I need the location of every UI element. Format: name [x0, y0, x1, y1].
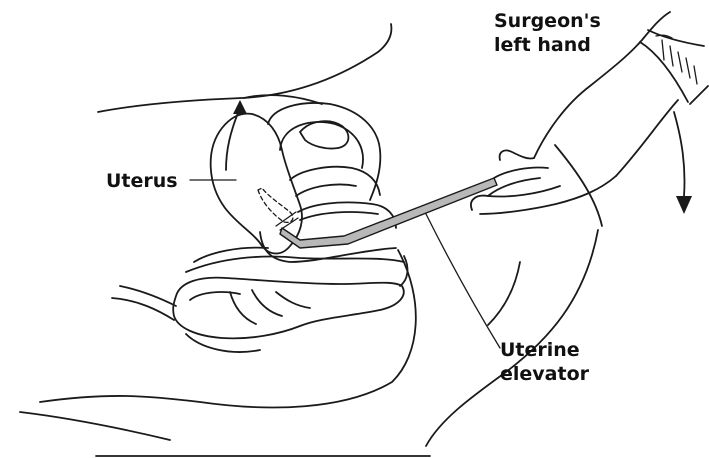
surgeon-hand-label-line2: left hand — [494, 34, 591, 56]
uterine-elevator-label-line2: elevator — [500, 363, 590, 385]
curved-arrow-down-icon — [674, 112, 692, 214]
uterine-elevator-label-line1: Uterine — [500, 339, 580, 361]
lower-anatomy — [112, 232, 407, 352]
curved-arrow-up-icon — [226, 100, 247, 170]
uterus-label: Uterus — [106, 170, 178, 192]
leader-lines — [190, 180, 500, 348]
surgeon-hand-label-line1: Surgeon's — [494, 10, 601, 32]
